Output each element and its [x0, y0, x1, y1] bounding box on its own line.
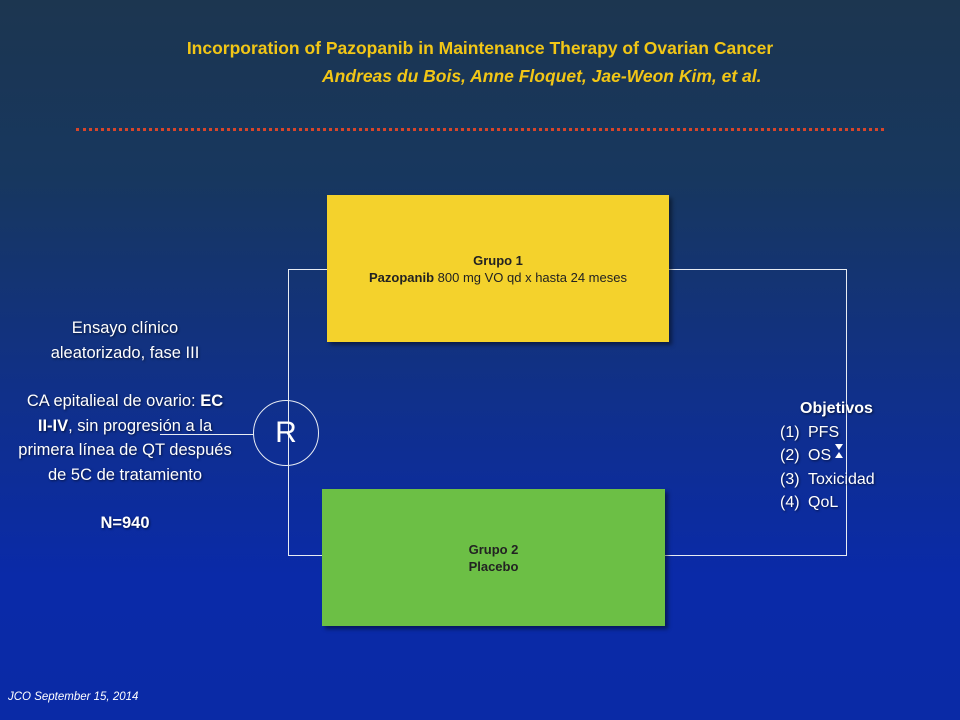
objectives-title: Objetivos	[800, 400, 873, 417]
dotted-divider	[76, 128, 884, 131]
sample-size: N=940	[100, 514, 150, 532]
objective-item: (3) Toxicidad	[780, 468, 920, 492]
group-1-box: Grupo 1 Pazopanib 800 mg VO qd x hasta 2…	[327, 195, 669, 342]
objective-label: QoL	[808, 494, 839, 511]
objective-item: (2) OS	[780, 444, 920, 468]
group-1-description: Pazopanib 800 mg VO qd x hasta 24 meses	[353, 269, 643, 286]
group-1-regimen: 800 mg VO qd x hasta 24 meses	[434, 269, 627, 285]
study-description: Ensayo clínico aleatorizado, fase III CA…	[18, 316, 232, 536]
study-population: CA epitalieal de ovario: EC II-IV, sin p…	[18, 389, 232, 487]
group-2-box: Grupo 2 Placebo	[322, 489, 665, 626]
group-1-drug: Pazopanib	[369, 269, 435, 285]
objective-label: OS	[808, 447, 832, 464]
objective-item: (1) PFS	[780, 421, 920, 445]
objective-number: (4)	[780, 494, 800, 511]
citation-footer: JCO September 15, 2014	[8, 691, 139, 703]
objective-label: PFS	[808, 423, 840, 441]
randomization-node: R	[253, 400, 319, 466]
objective-item: (4) QoL	[780, 491, 920, 515]
group-2-name: Grupo 2	[468, 541, 519, 557]
population-prefix: CA epitalieal de ovario:	[26, 392, 196, 410]
study-design-line2: aleatorizado, fase III	[50, 343, 200, 362]
population-rest: , sin progresión a la primera línea de Q…	[18, 416, 232, 484]
objective-number: (2)	[780, 447, 800, 464]
objective-number: (3)	[780, 470, 800, 488]
study-design-line1: Ensayo clínico	[71, 319, 179, 337]
group-2-treatment: Placebo	[468, 558, 519, 574]
population-stage: EC II-IV	[37, 392, 224, 435]
randomization-label: R	[275, 416, 297, 449]
slide-title: Incorporation of Pazopanib in Maintenanc…	[186, 38, 774, 58]
randomization-line	[160, 434, 254, 435]
group-1-name: Grupo 1	[473, 252, 523, 268]
objective-label: Toxicidad	[808, 470, 875, 488]
objective-number: (1)	[780, 423, 800, 441]
hourglass-icon	[835, 444, 844, 458]
objectives-list: Objetivos (1) PFS (2) OS (3) Toxicidad (…	[780, 397, 920, 515]
slide-authors: Andreas du Bois, Anne Floquet, Jae-Weon …	[322, 66, 762, 86]
